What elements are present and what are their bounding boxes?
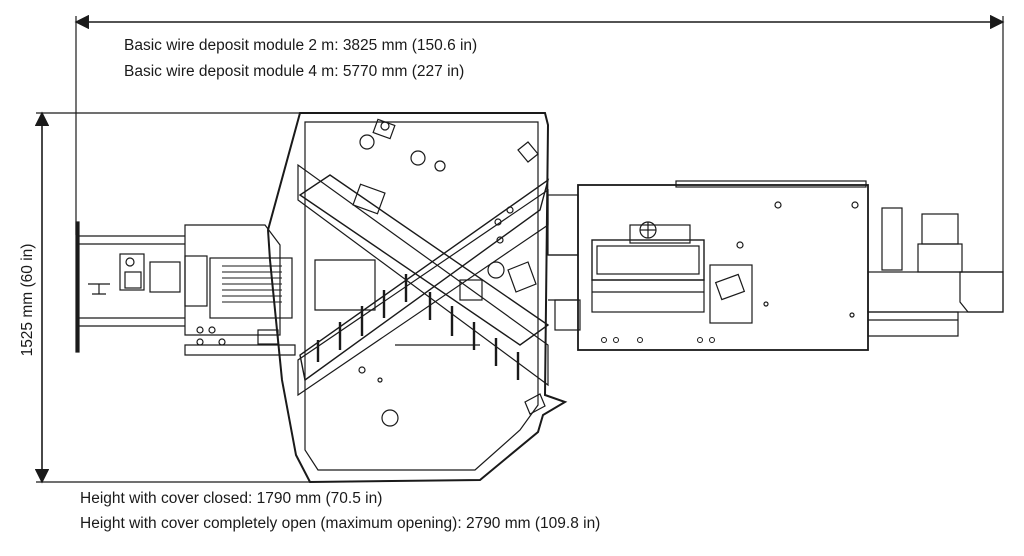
height-dimension-line	[34, 111, 310, 484]
cover-open-height-label: Height with cover completely open (maxim…	[80, 515, 601, 532]
infeed-module	[75, 221, 185, 353]
cover-closed-height-label: Height with cover closed: 1790 mm (70.5 …	[80, 490, 383, 507]
width-label-2m: Basic wire deposit module 2 m: 3825 mm (…	[124, 37, 478, 54]
main-crossing-module	[266, 112, 568, 484]
height-label: 1525 mm (60 in)	[19, 243, 36, 357]
deposit-module-right	[547, 180, 869, 351]
width-dimension-line	[74, 14, 1005, 272]
width-label-4m: Basic wire deposit module 4 m: 5770 mm (…	[124, 63, 465, 80]
drive-unit	[867, 207, 1004, 337]
